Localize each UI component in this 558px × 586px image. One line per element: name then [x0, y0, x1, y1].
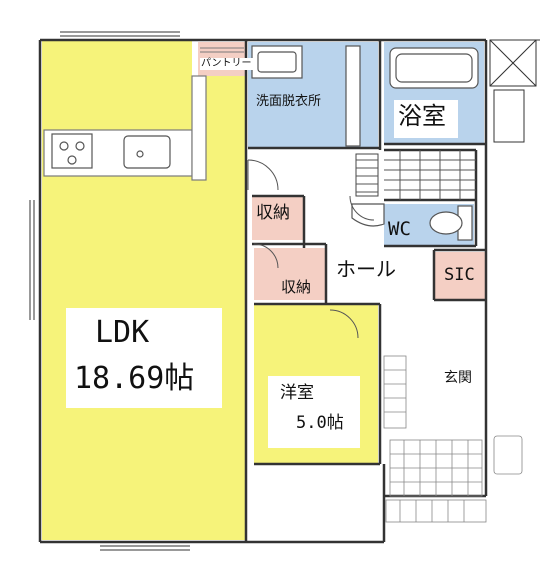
- pantry-label: パントリー: [200, 58, 253, 70]
- yoshitsu-name-label: 洋室: [280, 383, 314, 403]
- senmen-label: 洗面脱衣所: [256, 94, 322, 109]
- bath-label-background: [394, 100, 458, 138]
- kitchen-sink-icon: [123, 135, 171, 169]
- shuno1-fill: [252, 196, 304, 240]
- yoshitsu-area-label: 5.0帖: [296, 413, 344, 433]
- bath-label: 浴室: [398, 102, 446, 130]
- toilet-icon: [429, 205, 473, 241]
- door-swings: [247, 159, 375, 339]
- ldk-label-background: [66, 308, 222, 408]
- ldk-name-label: LDK: [95, 315, 150, 350]
- entrance-label: 玄関: [444, 370, 472, 386]
- shuno2-fill: [254, 248, 326, 300]
- storage-label-2: 収納: [281, 278, 312, 296]
- wc-label: WC: [388, 218, 411, 240]
- wash-basin-icon: [251, 45, 361, 147]
- sic-label: SIC: [444, 265, 475, 285]
- ldk-area-label: 18.69帖: [74, 361, 195, 396]
- entrance-floor: [383, 355, 523, 523]
- sic-fill: [434, 252, 486, 300]
- yoshitsu-label-background: [268, 376, 360, 448]
- wc-sink-icon: [351, 203, 385, 227]
- window-marks: [29, 31, 540, 551]
- storage-label-1: 収納: [256, 203, 290, 223]
- stove-icon: [51, 133, 93, 169]
- staircase-icon: [355, 150, 476, 200]
- pantry-shelves: [200, 47, 244, 53]
- bathtub-icon: [389, 47, 479, 89]
- hall-label: ホール: [336, 257, 396, 281]
